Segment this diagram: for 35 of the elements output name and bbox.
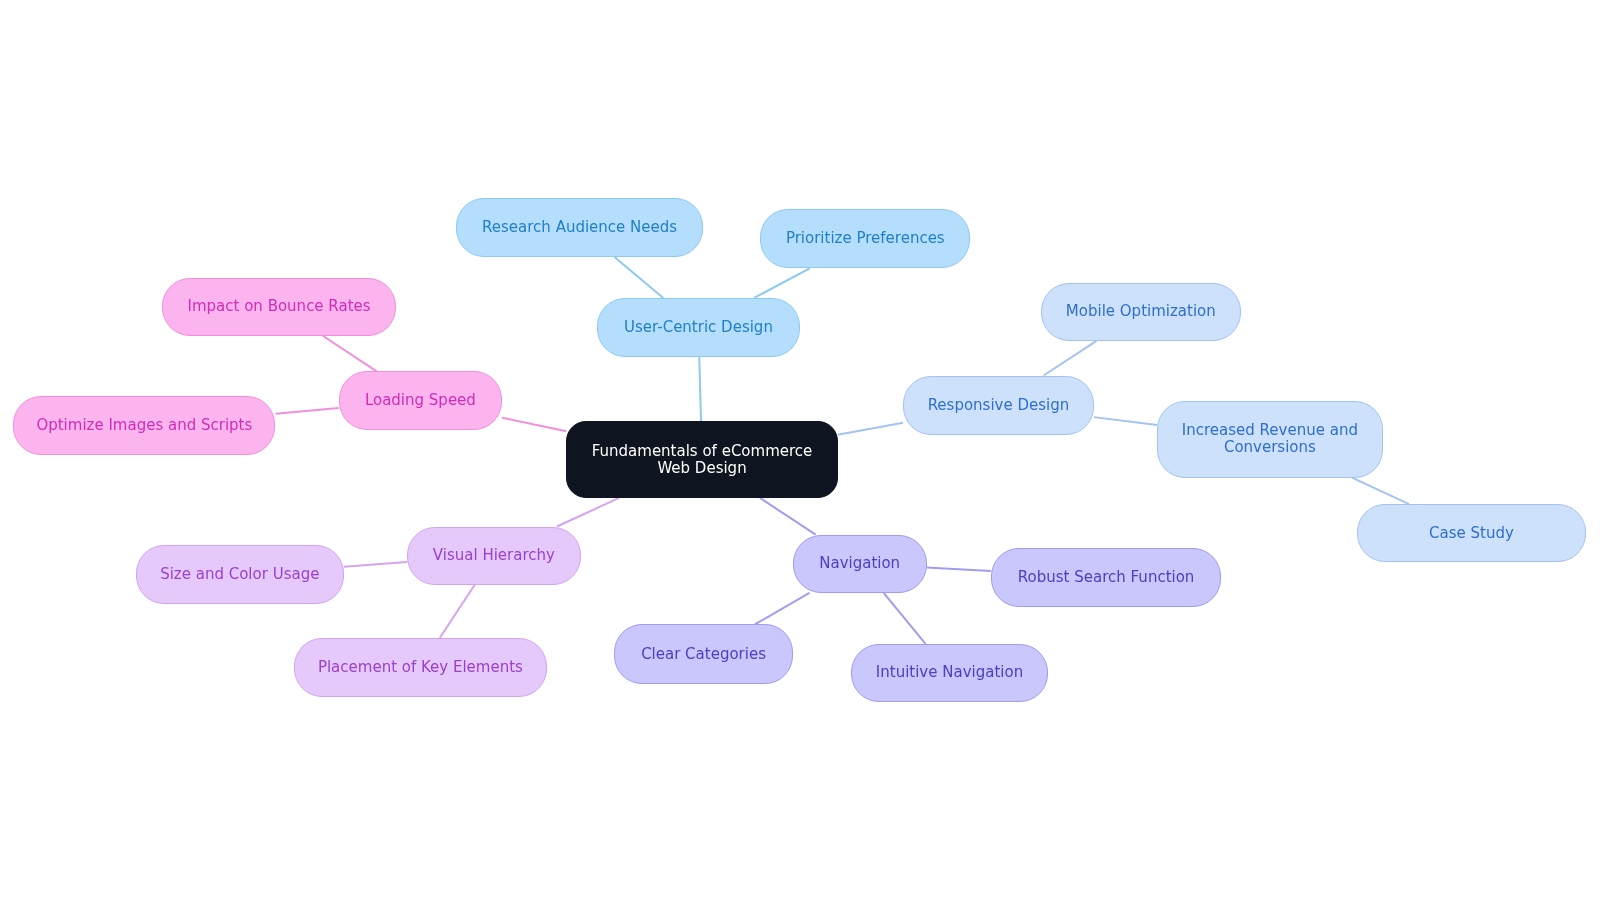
connector-line: [1092, 416, 1159, 427]
topic-node: Increased Revenue and Conversions: [1157, 401, 1383, 478]
connector-line: [925, 566, 992, 573]
topic-node: Mobile Optimization: [1040, 282, 1241, 341]
topic-node: Optimize Images and Scripts: [13, 395, 276, 456]
topic-node: Intuitive Navigation: [851, 643, 1048, 703]
topic-node: Placement of Key Elements: [293, 637, 547, 697]
topic-node: Size and Color Usage: [135, 544, 344, 605]
connector-line: [438, 583, 476, 639]
topic-node: Research Audience Needs: [456, 197, 704, 258]
connector-line: [753, 267, 811, 299]
central-topic: Fundamentals of eCommerce Web Design: [566, 421, 838, 498]
topic-node: Case Study: [1357, 504, 1586, 563]
connector-line: [613, 256, 665, 299]
topic-node: Loading Speed: [338, 371, 502, 430]
connector-line: [759, 496, 817, 536]
topic-node: Prioritize Preferences: [760, 209, 971, 269]
connector-line: [836, 421, 905, 436]
topic-node: Visual Hierarchy: [407, 526, 581, 585]
connector-line: [1042, 339, 1098, 377]
connector-line: [342, 561, 409, 568]
topic-node: Navigation: [792, 534, 927, 593]
topic-node: Robust Search Function: [990, 547, 1222, 608]
connector-line: [321, 334, 378, 373]
connector-line: [882, 591, 927, 645]
topic-node: Responsive Design: [903, 375, 1094, 435]
connector-line: [753, 591, 811, 626]
topic-node: User-Centric Design: [596, 297, 800, 358]
topic-node: Clear Categories: [614, 624, 793, 684]
connector-line: [1351, 476, 1410, 506]
connector-line: [501, 416, 568, 433]
topic-node: Impact on Bounce Rates: [162, 277, 396, 336]
connector-line: [556, 496, 620, 528]
connector-line: [698, 356, 702, 423]
connector-line: [274, 406, 340, 415]
